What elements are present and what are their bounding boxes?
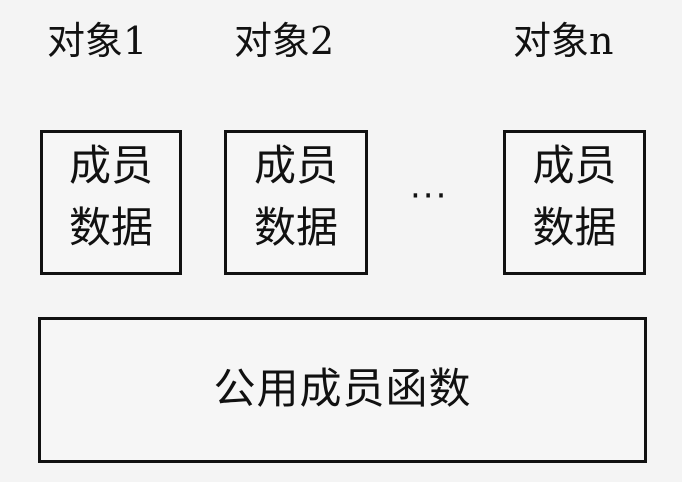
shared-member-functions-label: 公用成员函数: [213, 364, 472, 413]
object-label-2: 对象2: [234, 19, 335, 63]
member-data-line-1: 成员: [68, 141, 153, 190]
object-label-1: 对象1: [47, 19, 148, 63]
member-data-line-1: 成员: [253, 141, 338, 190]
ellipsis: ···: [410, 176, 449, 216]
member-data-box-2: 成员 数据: [224, 130, 368, 275]
member-data-line-1: 成员: [532, 141, 617, 190]
member-data-line-2: 数据: [253, 203, 338, 252]
member-data-box-1: 成员 数据: [40, 130, 182, 275]
object-label-n: 对象n: [513, 19, 614, 63]
shared-member-functions-box: 公用成员函数: [38, 317, 647, 463]
member-data-line-2: 数据: [532, 203, 617, 252]
member-data-line-2: 数据: [68, 203, 153, 252]
member-data-box-n: 成员 数据: [503, 130, 646, 275]
